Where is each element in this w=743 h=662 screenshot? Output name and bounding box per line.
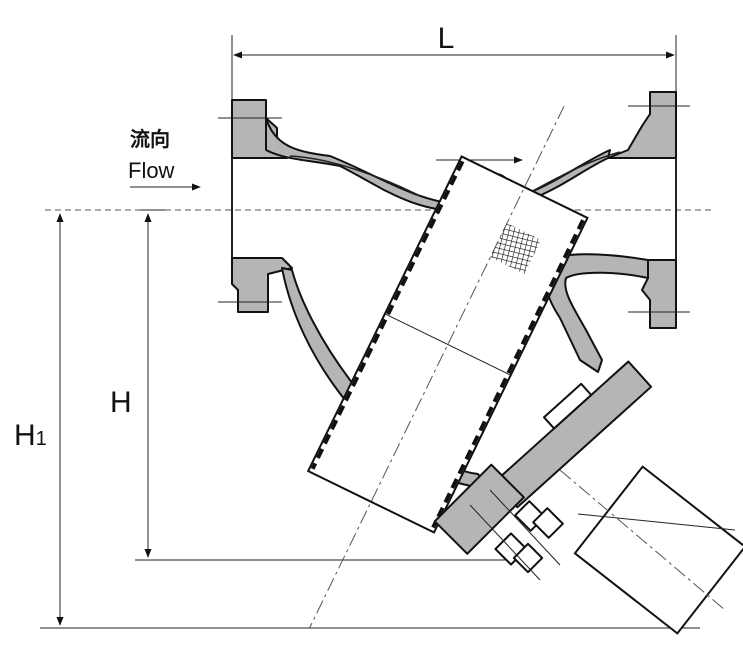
body-top-wall <box>265 117 611 213</box>
label-h1: H1 <box>14 419 47 452</box>
label-h: H <box>110 386 132 419</box>
flow-direction: 流向 Flow <box>128 127 201 191</box>
pipe-bore <box>231 158 677 260</box>
right-flange <box>607 91 690 329</box>
mesh-detail <box>490 223 542 274</box>
strainer-screen <box>306 106 589 628</box>
flow-label-en: Flow <box>128 158 175 183</box>
left-flange <box>218 99 293 313</box>
bolts <box>469 489 564 581</box>
dimension-h1: H1 <box>14 213 700 629</box>
drain-plug <box>573 465 743 635</box>
label-l: L <box>438 22 455 55</box>
drain-axis <box>577 513 736 531</box>
flow-label-zh: 流向 <box>130 127 170 151</box>
dimension-h: H <box>110 209 505 561</box>
drain-centerline <box>559 469 726 611</box>
dimension-l: L <box>231 22 677 100</box>
bolt-pad <box>433 463 525 555</box>
